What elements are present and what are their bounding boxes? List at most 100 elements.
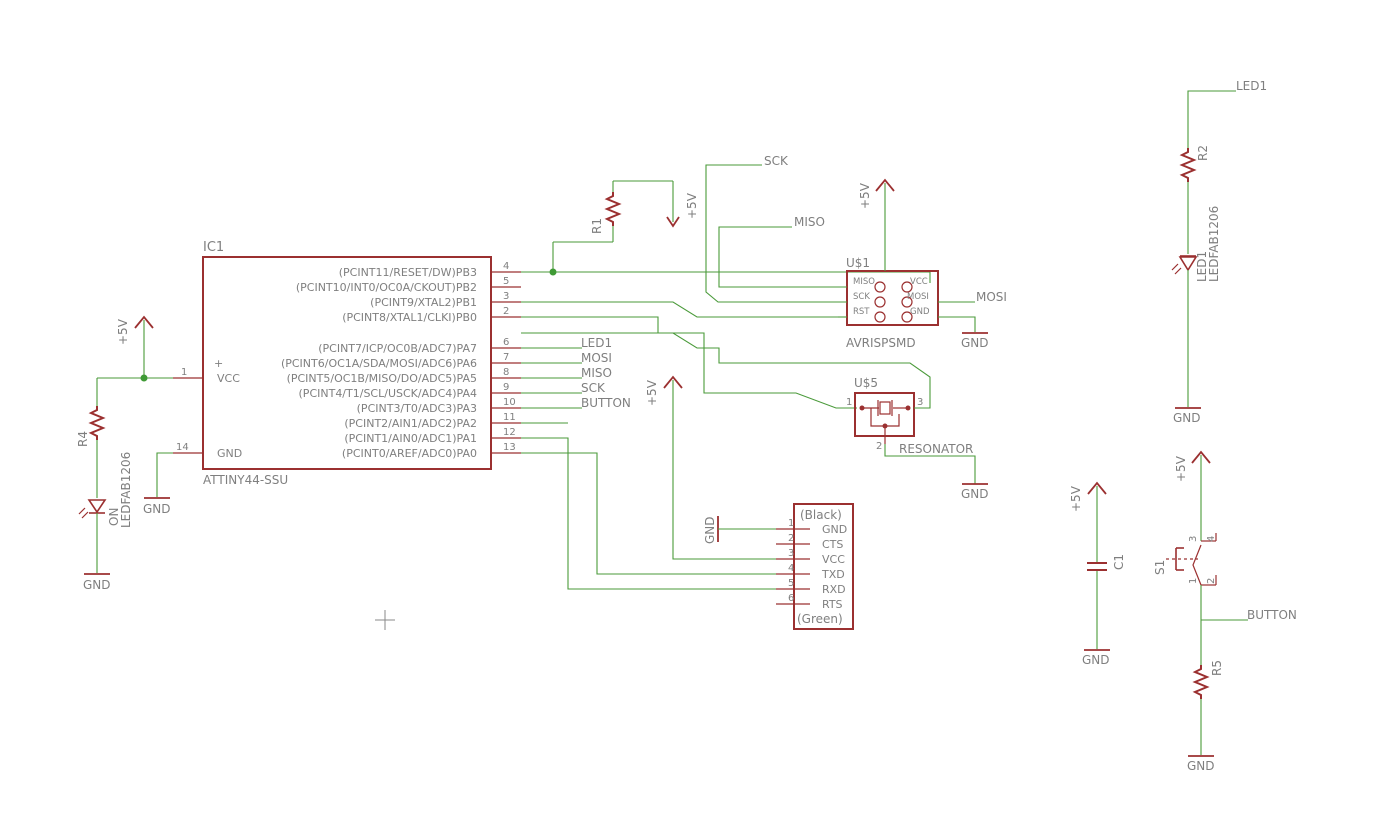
- ftdi-pin-label: RTS: [822, 598, 843, 611]
- ftdi-pin-label: VCC: [822, 553, 845, 566]
- isp-sck-net: SCK: [764, 154, 789, 168]
- ic1-gnd-label: GND: [217, 447, 242, 460]
- ic1-pin-label: (PCINT11/RESET/DW)PB3: [339, 266, 477, 279]
- s1-supply-label: +5V: [1174, 455, 1188, 482]
- ic1-pin-number: 9: [503, 382, 509, 393]
- isp-pin-label: MOSI: [907, 292, 929, 302]
- c1-capacitor[interactable]: +5V C1 GND: [1069, 481, 1126, 667]
- c1-gnd-label: GND: [1082, 653, 1110, 667]
- resonator-pin: 3: [917, 397, 923, 408]
- isp-pin-label: SCK: [853, 292, 870, 302]
- resonator-value: RESONATOR: [899, 442, 973, 456]
- r4-resistor[interactable]: R4: [76, 378, 106, 498]
- led-on-value: LEDFAB1206: [119, 452, 133, 528]
- net-label-led1: LED1: [581, 336, 612, 350]
- ic1-pin-label: (PCINT10/INT0/OC0A/CKOUT)PB2: [296, 281, 477, 294]
- s1-pin: 2: [1206, 578, 1217, 584]
- ftdi-pin-number: 4: [788, 563, 794, 574]
- ftdi-pin-label: RXD: [822, 583, 846, 596]
- ic1-pin-number: 4: [503, 261, 509, 272]
- isp-miso-net: MISO: [794, 215, 825, 229]
- resonator-gnd-label: GND: [961, 487, 989, 501]
- ftdi-bottom-label: (Green): [797, 612, 843, 626]
- ic1-pin-label: (PCINT4/T1/SCL/USCK/ADC4)PA4: [299, 387, 477, 400]
- led1[interactable]: LED1 LEDFAB1206 GND: [1171, 206, 1221, 425]
- c1-name: C1: [1112, 554, 1126, 570]
- ic1-pin-label: (PCINT6/OC1A/SDA/MOSI/ADC6)PA6: [281, 357, 477, 370]
- s1-name: S1: [1153, 560, 1167, 575]
- ic1-net-stubs: LED1 MOSI MISO SCK BUTTON: [521, 336, 631, 424]
- ic1-pin-number: 11: [503, 412, 516, 423]
- ftdi-header[interactable]: (Black) (Green) GND CTS VCC TXD RXD RTS …: [521, 375, 854, 630]
- origin-crosshair: [375, 610, 395, 630]
- s1-pin: 1: [1188, 578, 1199, 584]
- isp-pin-label: VCC: [910, 277, 928, 287]
- isp-pin-label: MISO: [853, 277, 875, 287]
- ic1-pin-number: 6: [503, 337, 509, 348]
- ic1-pin-number: 2: [503, 306, 509, 317]
- ic1-vcc-label: VCC: [217, 372, 240, 385]
- r2-resistor[interactable]: LED1 R2: [1179, 79, 1267, 254]
- ic1-pin-label: (PCINT0/AREF/ADC0)PA0: [342, 447, 477, 460]
- net-label-mosi: MOSI: [581, 351, 612, 365]
- ic1-pin-label: (PCINT7/ICP/OC0B/ADC7)PA7: [318, 342, 477, 355]
- ic1-pin-number: 7: [503, 352, 509, 363]
- power-left: +5V GND: [97, 315, 173, 516]
- r1-resistor[interactable]: R1 +5V: [521, 180, 930, 276]
- led-on-gnd-label: GND: [83, 578, 111, 592]
- ic1-pin-label: (PCINT2/AIN1/ADC2)PA2: [344, 417, 477, 430]
- c1-supply-label: +5V: [1069, 485, 1083, 512]
- ic1-gnd-ground: GND: [143, 502, 171, 516]
- led1-name: LED1: [1195, 251, 1209, 282]
- led-on[interactable]: ON LEDFAB1206 GND: [78, 452, 133, 592]
- led-on-name: ON: [107, 508, 121, 526]
- ftdi-pin-label: TXD: [821, 568, 845, 581]
- led1-gnd-label: GND: [1173, 411, 1201, 425]
- ic1-pin-label: (PCINT5/OC1B/MISO/DO/ADC5)PA5: [287, 372, 477, 385]
- resonator-pin: 2: [876, 441, 882, 452]
- isp-pin-label: GND: [910, 307, 930, 317]
- ic1-pin-number: 10: [503, 397, 516, 408]
- ic1-pin-number: 5: [503, 276, 509, 287]
- r5-resistor[interactable]: R5 GND: [1187, 660, 1224, 773]
- ic1-supply-label: +5V: [116, 318, 130, 345]
- ic1-pin-number: 8: [503, 367, 509, 378]
- ftdi-supply-label: +5V: [645, 379, 659, 406]
- resonator-pin: 1: [846, 397, 852, 408]
- ftdi-pin-number: 5: [788, 578, 794, 589]
- ftdi-pin-label: GND: [822, 523, 847, 536]
- ic1-attiny44[interactable]: IC1 ATTINY44-SSU (PCINT11/RESET/DW)PB3 (…: [173, 240, 521, 487]
- ic1-value: ATTINY44-SSU: [203, 473, 288, 487]
- ic1-pin-label: (PCINT3/T0/ADC3)PA3: [357, 402, 477, 415]
- ic1-pin-label: (PCINT1/AIN0/ADC1)PA1: [344, 432, 477, 445]
- ic1-pin-number: 13: [503, 442, 516, 453]
- ftdi-pin-number: 1: [788, 518, 794, 529]
- net-label-sck: SCK: [581, 381, 606, 395]
- ftdi-pin-number: 3: [788, 548, 794, 559]
- led-net-label: LED1: [1236, 79, 1267, 93]
- ic1-pin-label: (PCINT8/XTAL1/CLKI)PB0: [342, 311, 477, 324]
- ic1-pin-number: 12: [503, 427, 516, 438]
- ftdi-pin-number: 2: [788, 533, 794, 544]
- r4-name: R4: [76, 431, 90, 447]
- resonator-name: U$5: [854, 376, 878, 390]
- r2-name: R2: [1196, 145, 1210, 161]
- ic1-name: IC1: [203, 240, 224, 255]
- s1-switch[interactable]: +5V S1 3 4 1 2 BUTTON: [1153, 450, 1297, 665]
- ftdi-pin-number: 6: [788, 593, 794, 604]
- net-label-miso: MISO: [581, 366, 612, 380]
- r5-name: R5: [1210, 660, 1224, 676]
- isp-gnd-label: GND: [961, 336, 989, 350]
- ftdi-pin-label: CTS: [822, 538, 843, 551]
- ftdi-gnd-label: GND: [703, 516, 717, 544]
- button-net-label: BUTTON: [1247, 608, 1297, 622]
- r5-gnd-label: GND: [1187, 759, 1215, 773]
- ic1-pin-number: 3: [503, 291, 509, 302]
- isp-name: U$1: [846, 256, 870, 270]
- isp-header[interactable]: U$1 AVRISPSMD MISO VCC SCK MOSI RST GND …: [521, 154, 1007, 409]
- r1-name: R1: [590, 218, 604, 234]
- vcc-pin-mark: +: [214, 357, 223, 370]
- resonator[interactable]: U$5 RESONATOR 1 2 3 GND: [521, 332, 989, 501]
- s1-pin: 3: [1188, 536, 1199, 542]
